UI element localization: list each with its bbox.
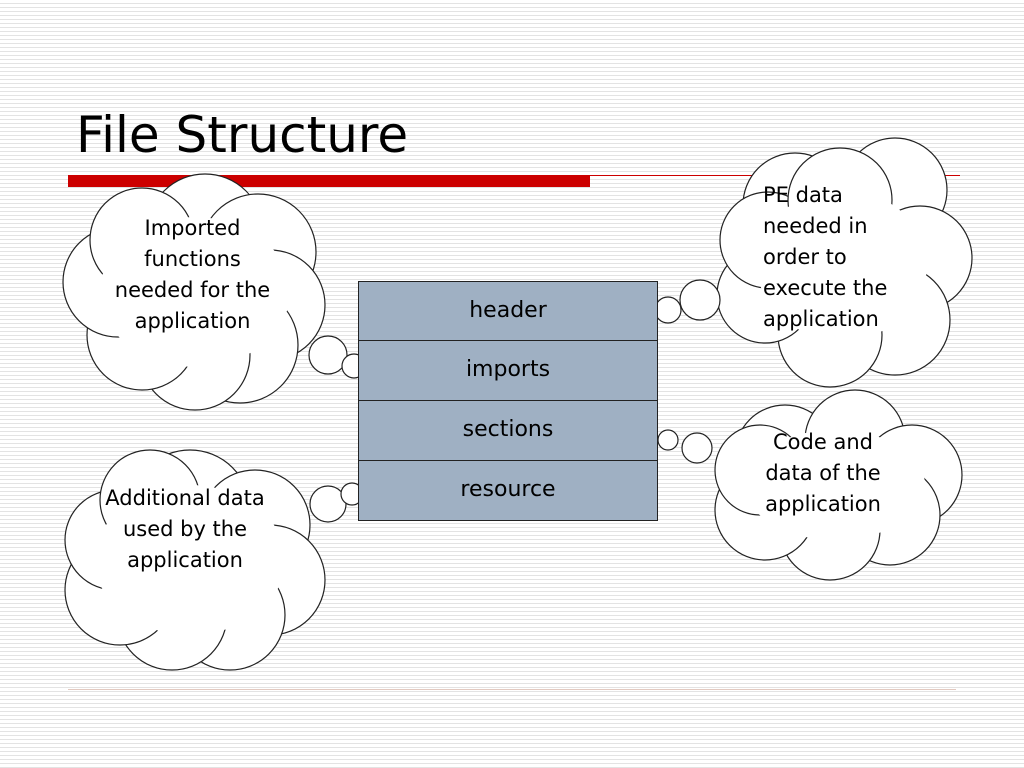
cloud-resource: [64, 449, 326, 671]
callout-resource-text: Additional data used by the application: [105, 486, 265, 572]
slide-title: File Structure: [76, 106, 409, 164]
pe-file-structure: header imports sections resource: [358, 281, 658, 521]
callout-sections-text: Code and data of the application: [765, 430, 881, 516]
footer-rule: [68, 689, 956, 690]
cloud-sections: [714, 389, 963, 581]
cloud-imports: [62, 173, 326, 411]
callout-imports-text: Imported functions needed for the applic…: [114, 216, 271, 333]
cloud-header: [716, 137, 973, 388]
bubble-trail-resource: [309, 482, 373, 523]
section-sections: sections: [358, 401, 658, 461]
section-imports: imports: [358, 341, 658, 401]
callout-header-text: PE data needed in order to execute the a…: [763, 183, 888, 331]
section-resource: resource: [358, 461, 658, 521]
section-header: header: [358, 281, 658, 341]
